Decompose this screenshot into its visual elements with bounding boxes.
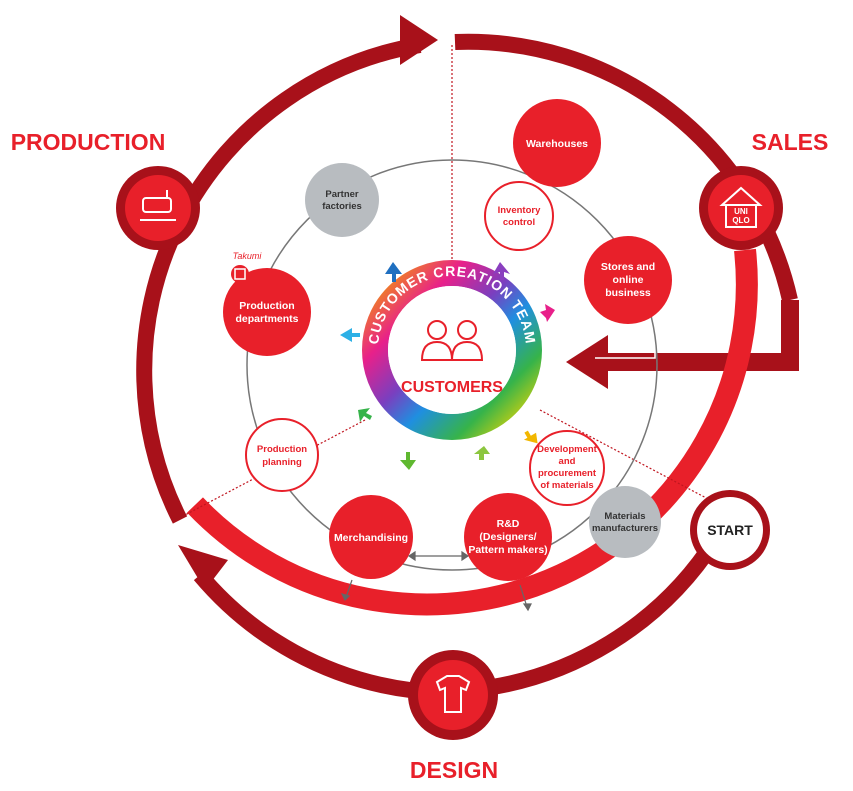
logo-line-1: UNI [734,207,748,216]
partner-factories-node: Partner factories [305,163,379,237]
lower-loop-arc [193,569,412,698]
svg-text:manufacturers: manufacturers [592,523,658,534]
sales-stage-icon: UNI QLO [699,166,783,250]
inventory-control-node: Inventory control [484,181,554,251]
svg-text:of materials: of materials [540,480,593,491]
inner-red-arc [187,248,758,616]
marketing-label: Marketing [560,616,605,643]
logo-line-2: QLO [732,216,749,225]
takumi-badge: Takumi [231,251,262,283]
development-procurement-node: Development and procurement of materials [529,430,605,506]
customers-label: CUSTOMERS [401,379,503,396]
svg-text:Warehouses: Warehouses [526,138,588,150]
svg-text:Materials: Materials [604,511,645,522]
svg-text:Inventory: Inventory [498,205,541,216]
production-departments-node: Production departments [223,268,311,356]
svg-text:factories: factories [322,201,362,212]
design-arrowhead [178,545,228,590]
warehouses-node: Warehouses [513,99,601,187]
svg-text:Partner: Partner [325,189,359,200]
svg-text:and: and [559,456,576,467]
customer-creation-team-ring: CUSTOMER CREATION TEAM CUSTOMERS [362,260,542,440]
connector-arrows [340,550,532,612]
production-stage-icon [116,166,200,250]
svg-text:planning: planning [262,457,302,468]
rnd-node: R&D (Designers/ Pattern makers) [464,493,552,581]
design-label: DESIGN [410,757,498,783]
design-stage-icon [408,650,498,740]
sales-arrowhead [566,335,608,389]
svg-text:(Designers/: (Designers/ [479,531,536,543]
svg-text:Development: Development [537,444,597,455]
customers-icon [420,320,484,361]
stores-online-node: Stores and online business [584,236,672,324]
svg-text:Stores and: Stores and [601,261,655,273]
svg-text:R&D: R&D [497,518,520,530]
start-marker: START [690,490,770,570]
production-label: PRODUCTION [11,129,166,155]
production-planning-node: Production planning [245,418,319,492]
svg-text:Production: Production [239,300,294,312]
top-arrowhead [400,15,438,65]
sales-arrow-path [600,300,799,371]
svg-text:procurement: procurement [538,468,597,479]
sales-label: SALES [752,129,829,155]
svg-text:Takumi: Takumi [233,251,263,261]
svg-text:Pattern makers): Pattern makers) [468,544,547,556]
svg-text:business: business [605,287,651,299]
svg-text:Merchandising: Merchandising [334,532,408,544]
svg-text:departments: departments [235,313,298,325]
start-label: START [707,522,753,538]
materials-manufacturers-node: Materials manufacturers [589,486,661,558]
svg-text:control: control [503,217,535,228]
merchandising-node: Merchandising [329,495,413,579]
direction-arrows [340,262,555,470]
svg-text:online: online [613,274,644,286]
svg-text:Production: Production [257,444,307,455]
